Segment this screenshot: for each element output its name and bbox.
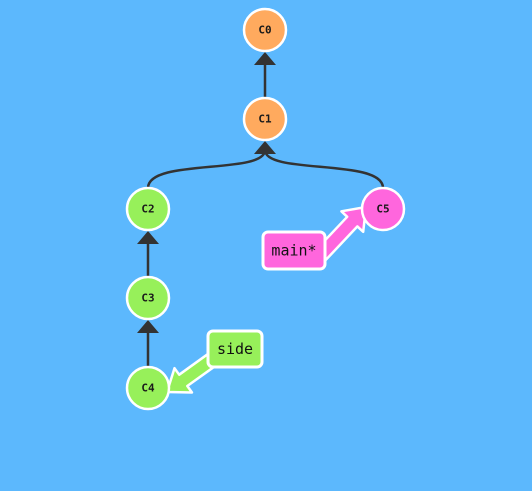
- commit-c2[interactable]: C2: [125, 186, 171, 232]
- commit-c2-circle[interactable]: [125, 186, 171, 232]
- main-branch-box[interactable]: [261, 230, 327, 271]
- commit-c0[interactable]: C0: [242, 7, 288, 53]
- commit-c5[interactable]: C5: [360, 186, 406, 232]
- commit-c1[interactable]: C1: [242, 96, 288, 142]
- commit-c4-circle[interactable]: [125, 365, 171, 411]
- commit-c4-label: C4: [141, 382, 155, 395]
- arrowhead-into-c3: [137, 320, 159, 333]
- side-branch-box[interactable]: [206, 329, 264, 369]
- commit-c2-label: C2: [141, 203, 154, 216]
- commit-c5-label: C5: [376, 203, 389, 216]
- commit-c3[interactable]: C3: [125, 275, 171, 321]
- commit-c1-circle[interactable]: [242, 96, 288, 142]
- side-branch-tag[interactable]: side: [206, 329, 264, 369]
- commit-c1-label: C1: [258, 113, 272, 126]
- main-branch-label: main*: [271, 242, 316, 260]
- branch-labels: side main*: [206, 230, 327, 369]
- edge-c5-to-c1: [263, 149, 385, 189]
- commit-c0-circle[interactable]: [242, 7, 288, 53]
- commit-c5-circle[interactable]: [360, 186, 406, 232]
- commit-c3-circle[interactable]: [125, 275, 171, 321]
- side-branch-label: side: [217, 340, 253, 358]
- arrowhead-into-c0: [254, 52, 276, 65]
- arrowhead-into-c2: [137, 231, 159, 244]
- commit-nodes: C0 C1 C2 C3 C4 C5: [125, 7, 406, 411]
- commit-edges: [146, 61, 385, 367]
- commit-c0-label: C0: [258, 24, 271, 37]
- arrowhead-into-c1: [254, 141, 276, 154]
- edge-c2-to-c1: [146, 149, 267, 189]
- main-branch-tag[interactable]: main*: [261, 230, 327, 271]
- commit-c4[interactable]: C4: [125, 365, 171, 411]
- edge-arrowheads: [137, 52, 276, 333]
- commit-c3-label: C3: [141, 292, 154, 305]
